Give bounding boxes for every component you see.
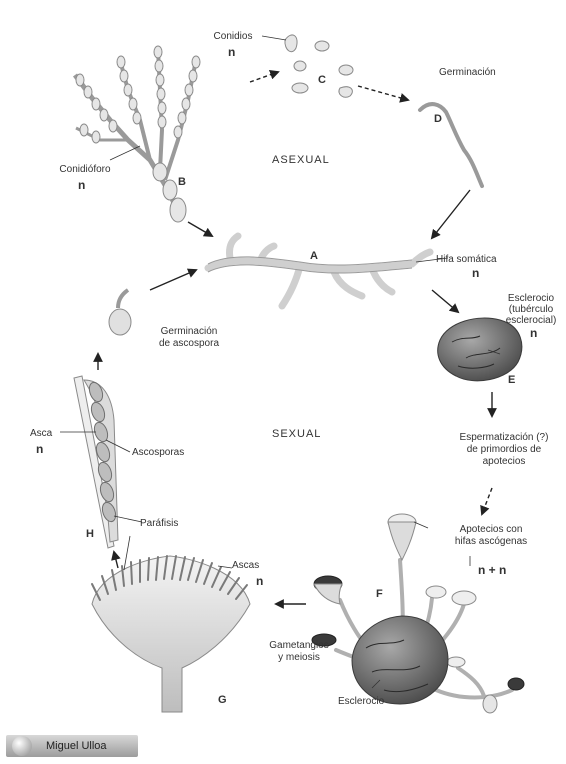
somatic-hypha-label: Hifa somática — [436, 254, 497, 265]
conidia-illustration — [285, 35, 353, 97]
letter-f: F — [376, 588, 383, 600]
sclerotium-ploidy: n — [530, 326, 537, 340]
ascus-ploidy: n — [36, 442, 43, 456]
credit-logo-icon — [12, 736, 32, 756]
asexual-phase-label: ASEXUAL — [272, 154, 330, 166]
sclerotium-label-1: Esclerocio — [496, 293, 566, 304]
ascus-illustration — [74, 376, 118, 548]
spermatization-label-1: Espermatización (?) — [442, 432, 566, 443]
sexual-phase-label: SEXUAL — [272, 428, 321, 440]
letter-g: G — [218, 694, 227, 706]
ascospores-label: Ascosporas — [132, 447, 184, 458]
asci-ploidy: n — [256, 574, 263, 588]
letter-b: B — [178, 176, 186, 188]
spermatization-label-2: de primordios de — [442, 444, 566, 455]
sclerotium-illustration — [438, 318, 522, 381]
paraphyses-label: Paráfisis — [140, 518, 178, 529]
apothecia-label-1: Apotecios con — [426, 524, 556, 535]
dikaryon-ploidy: n + n — [478, 563, 506, 577]
somatic-hyphae — [208, 236, 430, 306]
conidiophore-label: Conidióforo — [52, 164, 118, 175]
sclerotium-label-3: esclerocial) — [496, 315, 566, 326]
conidia-label: Conidios — [204, 31, 262, 42]
author-credit: Miguel Ulloa — [6, 735, 138, 757]
credit-text: Miguel Ulloa — [46, 740, 107, 752]
gametangia-label-2: y meiosis — [266, 652, 332, 663]
letter-d: D — [434, 113, 442, 125]
spermatization-label-3: apotecios — [442, 456, 566, 467]
somatic-hypha-ploidy: n — [472, 266, 479, 280]
germination-label: Germinación — [439, 67, 496, 78]
letter-c: C — [318, 74, 326, 86]
asci-label: Ascas — [232, 560, 259, 571]
ascus-label: Asca — [30, 428, 52, 439]
letter-h: H — [86, 528, 94, 540]
conidiophore-ploidy: n — [78, 178, 85, 192]
conidia-ploidy: n — [228, 45, 235, 59]
ascospore-germination-label-2: de ascospora — [152, 338, 226, 349]
apothecium-section — [92, 556, 250, 712]
apothecia-label-2: hifas ascógenas — [426, 536, 556, 547]
germinating-ascospore — [109, 290, 131, 335]
stroma-sclerotium-label: Esclerocio — [338, 696, 384, 707]
conidiophore-illustration — [75, 46, 200, 222]
letter-e: E — [508, 374, 515, 386]
gametangia-label-1: Gametangios — [266, 640, 332, 651]
sclerotium-label-2: (tubérculo — [496, 304, 566, 315]
letter-a: A — [310, 250, 318, 262]
ascospore-germination-label-1: Germinación — [152, 326, 226, 337]
germinating-conidium — [420, 104, 482, 186]
